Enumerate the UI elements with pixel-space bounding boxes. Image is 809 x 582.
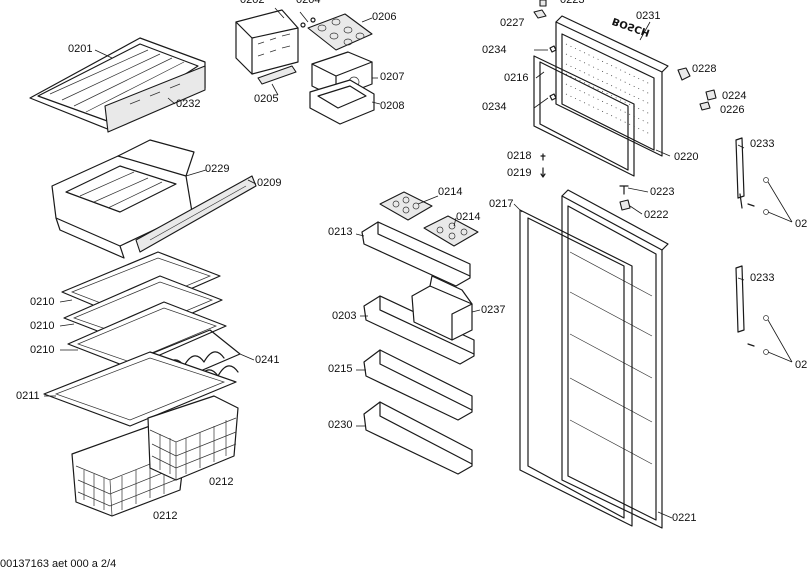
drawing-reference-footer: 00137163 aet 000 a 2/4 [0, 558, 117, 570]
label-0227: 0227 [500, 17, 525, 29]
label-0213: 0213 [328, 226, 353, 238]
label-0230: 0230 [328, 419, 353, 431]
label-0228: 0228 [692, 63, 717, 75]
label-0216: 0216 [504, 72, 529, 84]
label-0212-left: 0212 [153, 510, 178, 522]
egg-tray-0206 [307, 13, 373, 51]
door-shelf-0215 [363, 349, 473, 421]
label-0220: 0220 [674, 151, 699, 163]
freezer-door-0231 [555, 15, 669, 157]
strip-0205 [257, 65, 297, 85]
drawer-0229 [51, 139, 195, 259]
door-shelf-0203 [363, 295, 475, 365]
label-0226: 0226 [720, 104, 745, 116]
butter-base-0208 [309, 79, 375, 125]
label-0234-a: 0234 [482, 44, 507, 56]
label-0214-a: 0214 [438, 186, 463, 198]
label-0210-b: 0210 [30, 320, 55, 332]
label-0209: 0209 [257, 177, 282, 189]
label-0211: 0211 [16, 390, 40, 402]
label-0218: 0218 [507, 150, 532, 162]
label-0234-b: 0234 [482, 101, 507, 113]
label-0241: 0241 [255, 354, 280, 366]
label-0214-b: 0214 [456, 211, 481, 223]
label-0206: 0206 [372, 11, 397, 23]
cover-strip-0209 [135, 175, 257, 253]
label-0205: 0205 [254, 93, 279, 105]
compartment-frame-0202 [235, 7, 299, 75]
fridge-gasket-0217 [519, 209, 633, 527]
label-0232: 0232 [176, 98, 201, 110]
vegetable-bin-0212-right [147, 395, 239, 481]
label-0221: 0221 [672, 512, 697, 524]
shelf-tray-0201 [29, 37, 206, 133]
label-0210-a: 0210 [30, 296, 55, 308]
label-0237: 0237 [481, 304, 506, 316]
door-shelf-0213 [361, 221, 471, 287]
label-0201: 0201 [68, 43, 93, 55]
label-0229: 0229 [205, 163, 230, 175]
label-0207: 0207 [380, 71, 405, 83]
label-0208: 0208 [380, 100, 405, 112]
label-0217: 0217 [489, 198, 514, 210]
label-02-right-a: 02 [795, 218, 808, 230]
small-fittings [533, 0, 717, 211]
label-0204: 0204 [296, 0, 321, 6]
egg-insert-0214-a [379, 191, 433, 221]
label-0223-top: 0223 [560, 0, 585, 6]
glass-shelf-0211 [43, 351, 237, 427]
label-02-right-b: 02 [795, 359, 808, 371]
label-0202: 0202 [240, 0, 265, 6]
label-0231: 0231 [636, 10, 661, 22]
label-0210-c: 0210 [30, 344, 55, 356]
label-0215: 0215 [328, 363, 353, 375]
hinge-bracket-0233-a [735, 137, 793, 223]
label-0233-a: 0233 [750, 138, 775, 150]
label-0224: 0224 [722, 90, 747, 102]
label-0203: 0203 [332, 310, 357, 322]
clip-0204 [299, 11, 316, 28]
leader-lines [44, 21, 745, 519]
label-0222: 0222 [644, 209, 669, 221]
door-shelf-0230 [363, 401, 473, 475]
label-0223: 0223 [650, 186, 675, 198]
label-0212-right: 0212 [209, 476, 234, 488]
egg-insert-0214-b [423, 215, 479, 247]
label-0219: 0219 [507, 167, 532, 179]
label-0233-b: 0233 [750, 272, 775, 284]
fridge-door-0221 [561, 189, 669, 529]
glass-shelf-0210-c [67, 301, 227, 369]
hinge-bracket-0233-b [735, 265, 793, 363]
bottle-holder-0237 [411, 275, 473, 341]
